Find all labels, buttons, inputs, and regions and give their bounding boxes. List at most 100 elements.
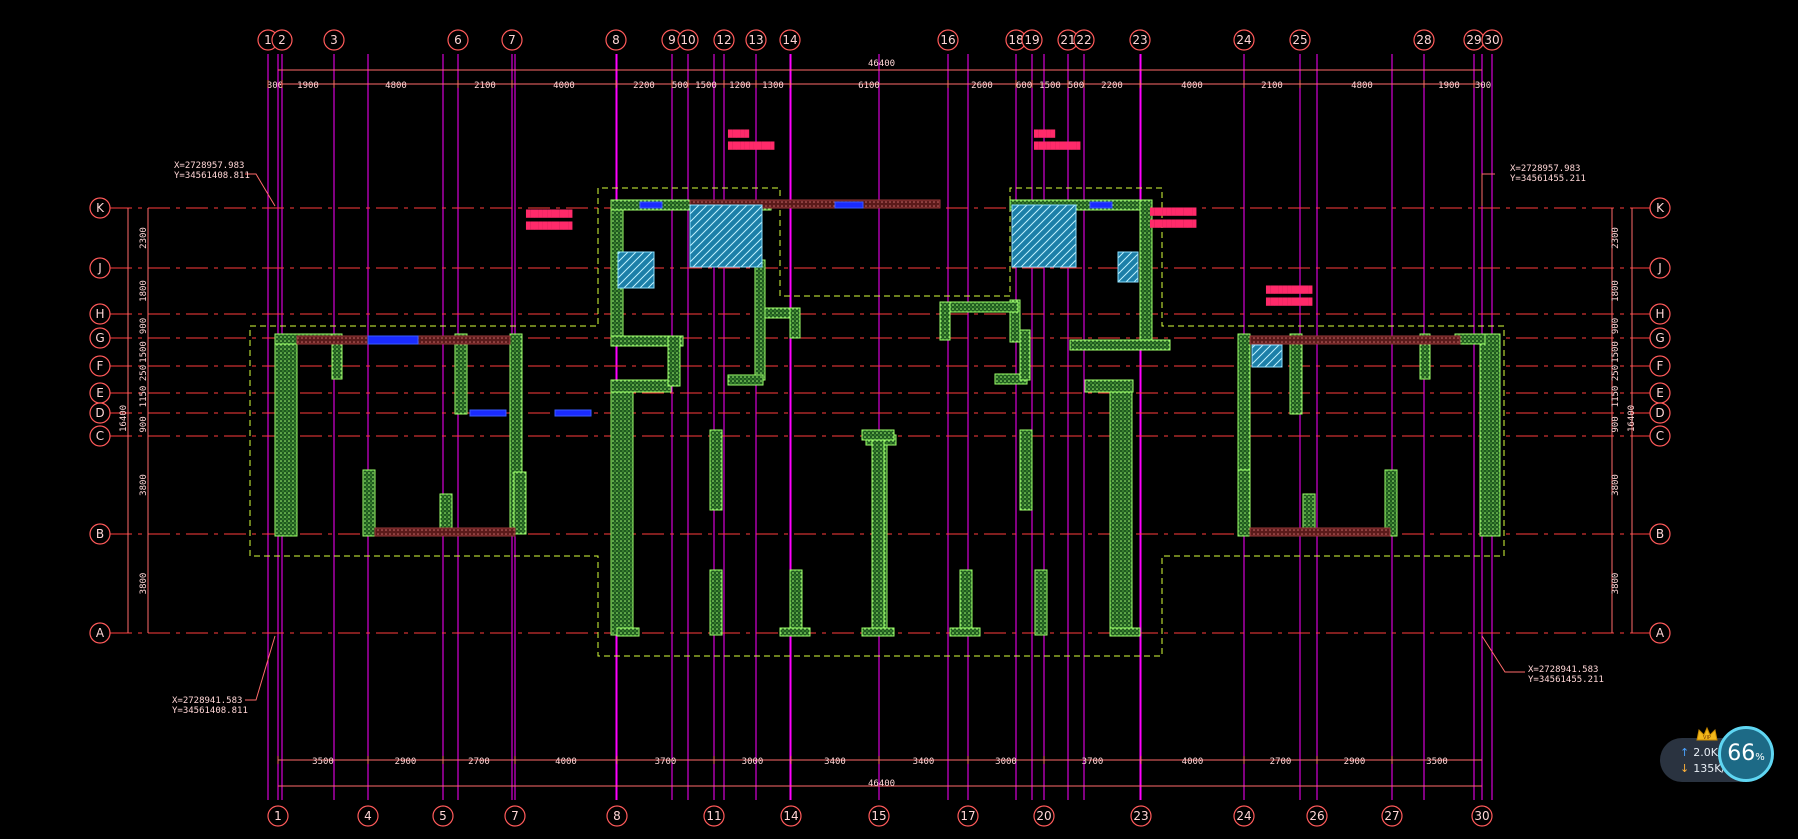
vip-badge-text: VIP [1703, 735, 1711, 741]
axis-bubble-label: 10 [680, 33, 695, 47]
axis-bubble-label: 14 [783, 809, 798, 823]
axis-bubble-right: A [1649, 622, 1671, 644]
top-dimension-label: 2100 [1261, 81, 1283, 91]
coord-top-left-x: X=2728957.983 [174, 161, 244, 171]
svg-text:███████████: ███████████ [1149, 207, 1197, 216]
bottom-dimension-label: 3500 [312, 757, 334, 767]
axis-bubble-label: F [1657, 359, 1664, 373]
axis-bubble-label: G [1655, 331, 1664, 345]
axis-bubble-right: D [1649, 402, 1671, 424]
axis-bubble-bottom: 30 [1471, 805, 1493, 827]
bottom-dimension-label: 2900 [1344, 757, 1366, 767]
axis-bubble-label: 9 [668, 33, 676, 47]
axis-bubble-bottom: 4 [357, 805, 379, 827]
download-arrow-icon: ↓ [1680, 762, 1690, 775]
axis-bubble-label: 1 [264, 33, 272, 47]
bottom-dimension-label: 3000 [995, 757, 1017, 767]
axis-bubble-circle [937, 29, 959, 51]
axis-bubble-left: F [89, 355, 111, 377]
axis-bubble-left: B [89, 523, 111, 545]
axis-bubble-left: A [89, 622, 111, 644]
top-total-dimension: 46400 [868, 59, 895, 69]
top-dimension-label: 4800 [385, 81, 407, 91]
bottom-dimension-label: 4000 [1182, 757, 1204, 767]
axis-bubble-label: 5 [439, 809, 447, 823]
axis-bubble-label: 29 [1466, 33, 1481, 47]
axis-bubble-circle [713, 29, 735, 51]
top-dimension-label: 600 [1016, 81, 1032, 91]
axis-bubble-circle [1289, 29, 1311, 51]
axis-bubble-circle [1649, 425, 1671, 447]
axis-bubble-label: 16 [940, 33, 955, 47]
right-dimension-label: 1800 [1611, 280, 1621, 302]
axis-bubble-top: 10 [677, 29, 699, 51]
slab-outline [249, 187, 1505, 657]
magenta-annotations: █████ ███████████ ███████████ ██████████… [525, 129, 1313, 306]
axis-bubble-bottom: 7 [504, 805, 526, 827]
axis-bubble-label: 26 [1309, 809, 1324, 823]
axis-bubble-label: C [1656, 429, 1664, 443]
axis-bubble-circle [677, 29, 699, 51]
top-dimension-label: 300 [267, 81, 283, 91]
top-dimension-label: 500 [1068, 81, 1084, 91]
axis-bubble-label: 13 [748, 33, 763, 47]
axis-bubble-label: 19 [1024, 33, 1039, 47]
axis-bubble-label: 15 [871, 809, 886, 823]
axis-bubble-left: K [89, 197, 111, 219]
coord-top-right-y: Y=34561455.211 [1510, 174, 1586, 184]
axis-bubble-circle [1129, 29, 1151, 51]
axis-bubble-label: D [1655, 406, 1664, 420]
top-dimension-label: 2200 [633, 81, 655, 91]
right-dimension-label: 3800 [1611, 474, 1621, 496]
axis-bubble-bottom: 17 [957, 805, 979, 827]
axis-bubble-circle [1649, 523, 1671, 545]
axis-bubble-top: 30 [1481, 29, 1503, 51]
axis-bubble-circle [868, 805, 890, 827]
top-dimension-label: 2600 [971, 81, 993, 91]
coord-bottom-right-x: X=2728941.583 [1528, 665, 1598, 675]
left-dimension-label: 250 [139, 365, 149, 381]
axis-bubble-circle [1233, 29, 1255, 51]
network-speed-widget[interactable]: ↑2.0K/s ↓135K/s 66% VIP [1660, 726, 1780, 788]
axis-bubble-circle [1649, 355, 1671, 377]
axis-bubble-label: 25 [1292, 33, 1307, 47]
axis-bubble-right: G [1649, 327, 1671, 349]
axis-bubble-circle [1649, 402, 1671, 424]
top-dimension-label: 2200 [1101, 81, 1123, 91]
axis-bubble-label: C [96, 429, 104, 443]
memory-usage-ring[interactable] [1718, 726, 1774, 782]
axis-bubble-label: 17 [960, 809, 975, 823]
axis-bubble-bottom: 11 [703, 805, 725, 827]
axis-bubble-left: D [89, 402, 111, 424]
axis-bubble-label: 7 [511, 809, 519, 823]
axis-bubble-label: K [96, 201, 105, 215]
left-dimension-label: 2300 [139, 227, 149, 249]
axis-bubble-left: J [89, 257, 111, 279]
axis-bubble-circle [89, 355, 111, 377]
right-dimension-label: 1500 [1611, 341, 1621, 363]
right-dimension-label: 250 [1611, 365, 1621, 381]
axis-bubble-top: 14 [779, 29, 801, 51]
axis-bubble-bottom: 1 [267, 805, 289, 827]
axis-bubble-bottom: 20 [1033, 805, 1055, 827]
dimension-frame [127, 69, 1633, 787]
axis-bubble-circle [703, 805, 725, 827]
coordinate-leaders [245, 173, 1525, 701]
axis-bubble-right: J [1649, 257, 1671, 279]
axis-bubble-bottom: 26 [1306, 805, 1328, 827]
axis-bubble-top: 19 [1021, 29, 1043, 51]
coordinate-labels: X=2728957.983 Y=34561408.811 X=2728957.9… [172, 161, 1604, 716]
axis-bubble-label: 18 [1008, 33, 1023, 47]
left-dimension-label: 3800 [139, 474, 149, 496]
coord-bottom-left-x: X=2728941.583 [172, 696, 242, 706]
axis-bubble-circle [1649, 257, 1671, 279]
axis-bubble-label: 22 [1076, 33, 1091, 47]
left-dimension-label: 900 [139, 318, 149, 334]
axis-bubble-top: 23 [1129, 29, 1151, 51]
axis-bubble-circle [1021, 29, 1043, 51]
